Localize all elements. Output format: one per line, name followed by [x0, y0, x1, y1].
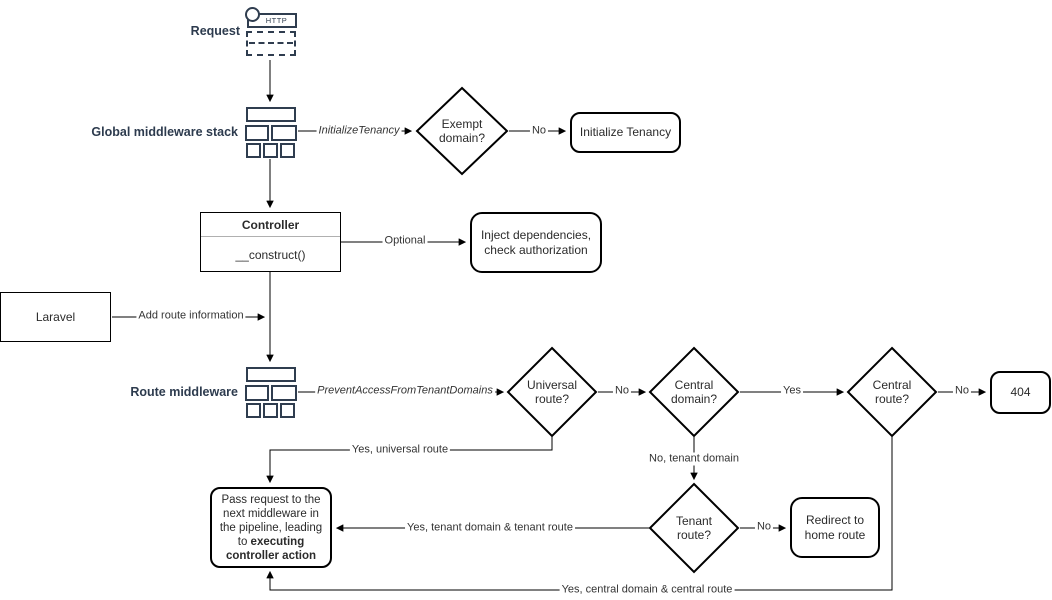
stack-row3c-icon — [280, 143, 295, 158]
stack-row2a-icon — [245, 385, 269, 401]
edge-label-no-tenant-domain: No, tenant domain — [647, 452, 741, 466]
node-initialize-tenancy: Initialize Tenancy — [570, 112, 681, 153]
redirect-home-text: Redirect to home route — [804, 512, 866, 542]
initialize-tenancy-text: Initialize Tenancy — [579, 125, 672, 139]
edge-label-no-universal: No — [612, 384, 632, 398]
central-domain-text: Central domain? — [670, 378, 718, 406]
stack-row1-icon — [246, 107, 296, 122]
controller-title: Controller — [201, 213, 340, 237]
stack-row3b-icon — [263, 403, 278, 418]
node-exempt-domain — [415, 86, 509, 176]
node-tenant-route — [648, 482, 740, 574]
node-central-domain — [648, 346, 740, 438]
edge-label-yes-central: Yes, central domain & central route — [559, 583, 735, 597]
request-label: Request — [190, 24, 240, 38]
central-route-text: Central route? — [872, 378, 912, 406]
http-request-icon-label: HTTP — [265, 16, 288, 25]
node-controller: Controller __construct() — [200, 212, 341, 272]
node-universal-route — [506, 346, 598, 438]
universal-route-text: Universal route? — [526, 378, 578, 406]
edge-label-no-exempt: No — [529, 124, 549, 138]
edge-label-no-central-route: No — [952, 384, 972, 398]
laravel-text: Laravel — [35, 309, 76, 324]
edge-label-yes-universal-route: Yes, universal route — [349, 443, 451, 457]
tenant-route-text: Tenant route? — [675, 514, 713, 542]
edge-label-prevent-access: PreventAccessFromTenantDomains — [315, 384, 495, 398]
edge-label-yes-central-domain: Yes — [781, 384, 803, 398]
stack-row2a-icon — [245, 125, 269, 141]
node-central-route — [846, 346, 938, 438]
inject-dependencies-text: Inject dependencies, check authorization — [480, 227, 592, 257]
http-request-circle-icon — [245, 7, 260, 22]
stack-row3b-icon — [263, 143, 278, 158]
stack-row1-icon — [246, 367, 296, 382]
stack-row3a-icon — [246, 403, 261, 418]
404-text: 404 — [1010, 385, 1031, 399]
exempt-domain-text: Exempt domain? — [438, 117, 486, 145]
pass-request-text: Pass request to the next middleware in t… — [219, 493, 323, 562]
route-middleware-label: Route middleware — [130, 385, 238, 399]
stack-row2b-icon — [271, 385, 297, 401]
stack-row3c-icon — [280, 403, 295, 418]
node-redirect-home: Redirect to home route — [790, 497, 880, 558]
controller-method: __construct() — [235, 247, 306, 262]
node-pass-request: Pass request to the next middleware in t… — [210, 487, 332, 568]
edge-label-yes-tenant: Yes, tenant domain & tenant route — [405, 521, 575, 535]
edge-label-add-route-information: Add route information — [136, 309, 246, 323]
node-laravel: Laravel — [0, 292, 111, 342]
global-middleware-stack-label: Global middleware stack — [91, 125, 238, 139]
stack-row2b-icon — [271, 125, 297, 141]
stack-row3a-icon — [246, 143, 261, 158]
edge-label-no-tenant-route: No — [754, 520, 774, 534]
edge-label-initialize-tenancy: InitializeTenancy — [316, 124, 402, 138]
edge-label-optional: Optional — [382, 234, 428, 248]
node-inject-dependencies: Inject dependencies, check authorization — [470, 212, 602, 273]
http-request-dash-icon — [249, 42, 293, 44]
node-404: 404 — [990, 371, 1051, 414]
